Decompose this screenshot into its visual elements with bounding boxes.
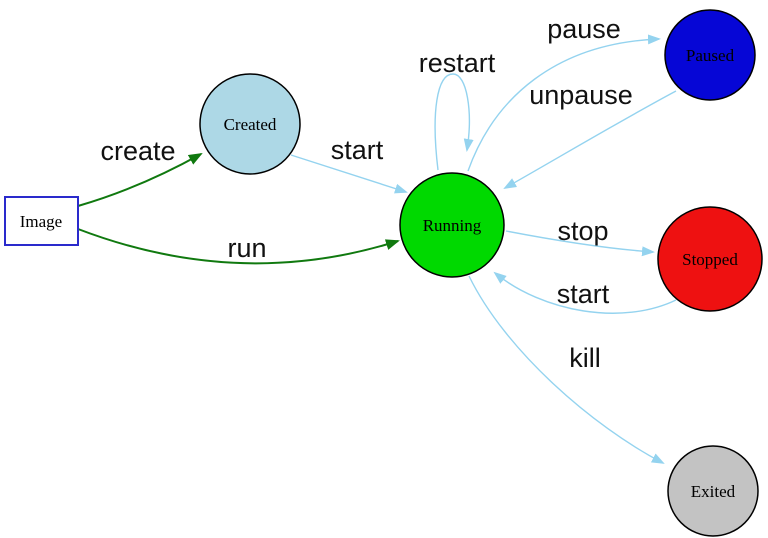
- edge-restart-self-loop: [434, 73, 474, 171]
- node-label-running: Running: [423, 216, 482, 235]
- edge-label-create: create: [100, 136, 175, 166]
- node-running: Running: [399, 172, 505, 278]
- edge-label-run: run: [227, 233, 266, 263]
- edge-run: [77, 228, 400, 265]
- edge-label-pause: pause: [547, 14, 621, 44]
- exited-circle: [667, 445, 759, 537]
- edge-label-unpause: unpause: [529, 80, 633, 110]
- edge-label-kill: kill: [569, 343, 601, 373]
- edge-label-start-stopped: start: [557, 279, 610, 309]
- image-box-shape: [4, 196, 79, 246]
- node-label-image: Image: [20, 212, 62, 231]
- node-image: Image: [4, 196, 79, 246]
- edge-create: [77, 153, 203, 207]
- running-circle: [399, 172, 505, 278]
- edge-pause: [467, 34, 661, 172]
- edge-stop: [505, 230, 655, 257]
- stopped-circle: [657, 206, 763, 312]
- node-label-stopped: Stopped: [682, 250, 738, 269]
- edge-label-start-created: start: [331, 135, 384, 165]
- edge-start-stopped-running: [493, 271, 677, 314]
- edge-kill: [468, 275, 665, 464]
- node-exited: Exited: [667, 445, 759, 537]
- created-circle: [199, 73, 301, 175]
- paused-circle: [664, 9, 756, 101]
- node-created: Created: [199, 73, 301, 175]
- node-stopped: Stopped: [657, 206, 763, 312]
- node-label-exited: Exited: [691, 482, 736, 501]
- edge-start-created-running: [290, 154, 408, 194]
- node-paused: Paused: [664, 9, 756, 101]
- edge-label-restart: restart: [419, 48, 496, 78]
- node-label-created: Created: [224, 115, 277, 134]
- edge-label-stop: stop: [557, 216, 608, 246]
- node-label-paused: Paused: [686, 46, 735, 65]
- edge-unpause: [503, 90, 677, 189]
